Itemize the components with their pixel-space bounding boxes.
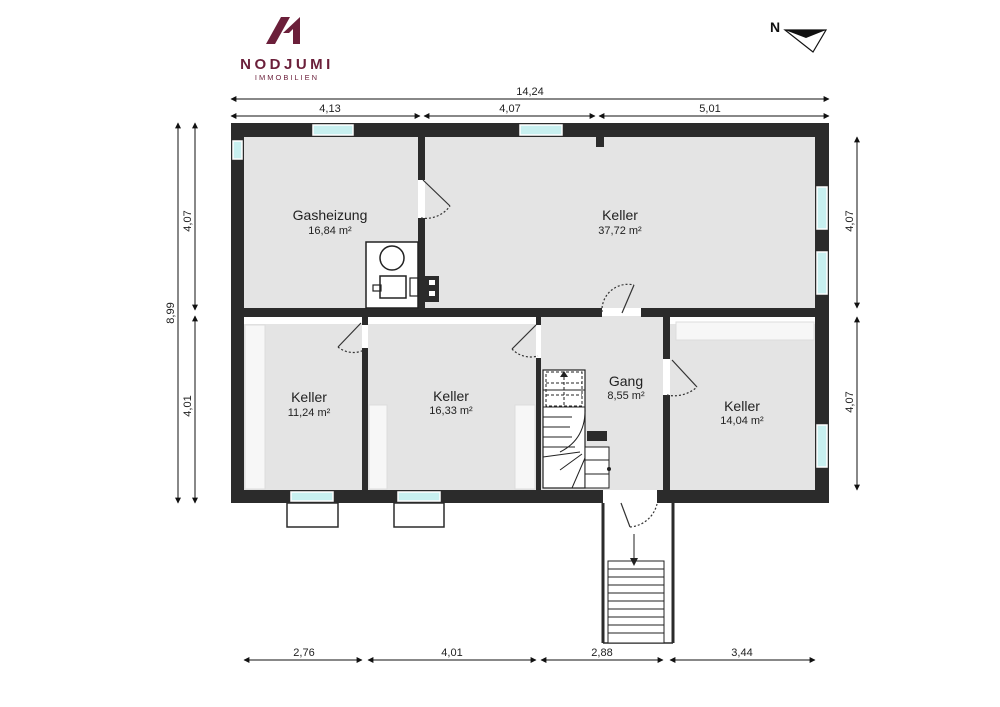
brand-subtitle: IMMOBILIEN: [255, 73, 319, 82]
floor-keller-main: [425, 137, 815, 308]
room-keller-center: Keller 16,33 m²: [429, 388, 473, 417]
room-gang: Gang 8,55 m²: [607, 373, 645, 402]
room-name: Keller: [724, 398, 760, 414]
window-bottom-2: [397, 491, 441, 502]
door-keller-left: [337, 322, 365, 354]
cabinet-right-top: [675, 321, 815, 341]
window-top-1: [312, 124, 354, 136]
dim-top-3: 5,01: [699, 103, 720, 115]
window-left-top: [232, 140, 243, 160]
light-well-2: [393, 502, 445, 528]
dim-right-1: 4,07: [844, 210, 856, 231]
dim-bottom-2: 4,01: [441, 647, 462, 659]
door-gasheizung: [420, 179, 451, 219]
wall-lower-stub-1: [362, 317, 368, 325]
room-name: Keller: [291, 389, 327, 405]
wall-gas-bottom: [418, 218, 425, 308]
logo-mark-icon: [266, 17, 300, 44]
dim-top-total: 14,24: [516, 86, 544, 98]
window-right-2: [816, 251, 828, 295]
door-keller-right: [666, 359, 698, 397]
wall-lower-1: [362, 348, 368, 490]
window-right-3: [816, 424, 828, 468]
dim-left-total: 8,99: [165, 302, 177, 323]
dim-left-1: 4,07: [182, 210, 194, 231]
staircase-interior: [542, 369, 611, 489]
windows: [232, 124, 828, 502]
wall-lower-2: [536, 358, 541, 490]
light-well-1: [286, 502, 339, 528]
room-name: Gasheizung: [293, 207, 368, 223]
room-area: 11,24 m²: [288, 407, 331, 419]
wall-bottom-right: [657, 490, 829, 503]
wall-lower-3-bottom: [663, 395, 670, 490]
dim-left-2: 4,01: [182, 395, 194, 416]
window-bottom-1: [290, 491, 334, 502]
room-name: Keller: [433, 388, 469, 404]
room-keller-main: Keller 37,72 m²: [598, 207, 642, 237]
landing-block: [587, 431, 607, 441]
room-area: 37,72 m²: [598, 225, 642, 237]
dim-bottom-4: 3,44: [731, 647, 752, 659]
window-top-2: [519, 124, 563, 136]
dim-bottom-1: 2,76: [293, 647, 314, 659]
room-keller-left: Keller 11,24 m²: [288, 389, 331, 419]
dim-top-1: 4,13: [319, 103, 340, 115]
dim-bottom-3: 2,88: [591, 647, 612, 659]
dim-top-2: 4,07: [499, 103, 520, 115]
cabinets: [244, 321, 815, 490]
doors: [337, 179, 698, 528]
room-name: Keller: [602, 207, 638, 223]
cabinet-center-left: [368, 404, 388, 490]
cabinet-center-right: [514, 404, 536, 490]
floor-keller-right: [670, 324, 815, 490]
brand-logo: NODJUMI IMMOBILIEN: [240, 17, 334, 82]
wall-pillar: [596, 137, 604, 147]
north-arrow: N: [770, 19, 828, 53]
room-area: 8,55 m²: [607, 390, 645, 402]
compass-arrow-icon: [783, 29, 828, 53]
brand-name: NODJUMI: [240, 56, 334, 73]
wall-middle-right: [641, 308, 815, 317]
cabinet-left: [244, 324, 266, 490]
room-name: Gang: [609, 373, 643, 389]
door-gang-keller-main: [601, 283, 635, 314]
north-label: N: [770, 19, 780, 35]
room-area: 16,33 m²: [429, 405, 473, 417]
dimension-labels: 14,24 4,13 4,07 5,01 2,76 4,01 2,88 3,44…: [165, 86, 856, 659]
room-gasheizung: Gasheizung 16,84 m²: [293, 207, 368, 237]
room-keller-right: Keller 14,04 m²: [720, 398, 764, 427]
floor-keller-center: [368, 324, 536, 490]
wall-middle-left: [244, 308, 602, 317]
window-right-1: [816, 186, 828, 230]
door-keller-center: [511, 324, 539, 358]
wall-lower-3-top: [663, 317, 670, 359]
dimension-lines: [175, 96, 860, 663]
room-labels: Gasheizung 16,84 m² Keller 37,72 m² Kell…: [288, 207, 764, 427]
wall-gas-top: [418, 137, 425, 180]
door-entrance: [620, 502, 658, 528]
staircase-exterior: [601, 503, 675, 644]
light-wells: [286, 502, 445, 528]
gas-heater-icon: [365, 241, 439, 309]
wall-left: [231, 123, 244, 503]
dim-right-2: 4,07: [844, 391, 856, 412]
room-area: 14,04 m²: [720, 415, 764, 427]
room-area: 16,84 m²: [308, 225, 352, 237]
wall-lower-stub-2: [536, 317, 541, 325]
